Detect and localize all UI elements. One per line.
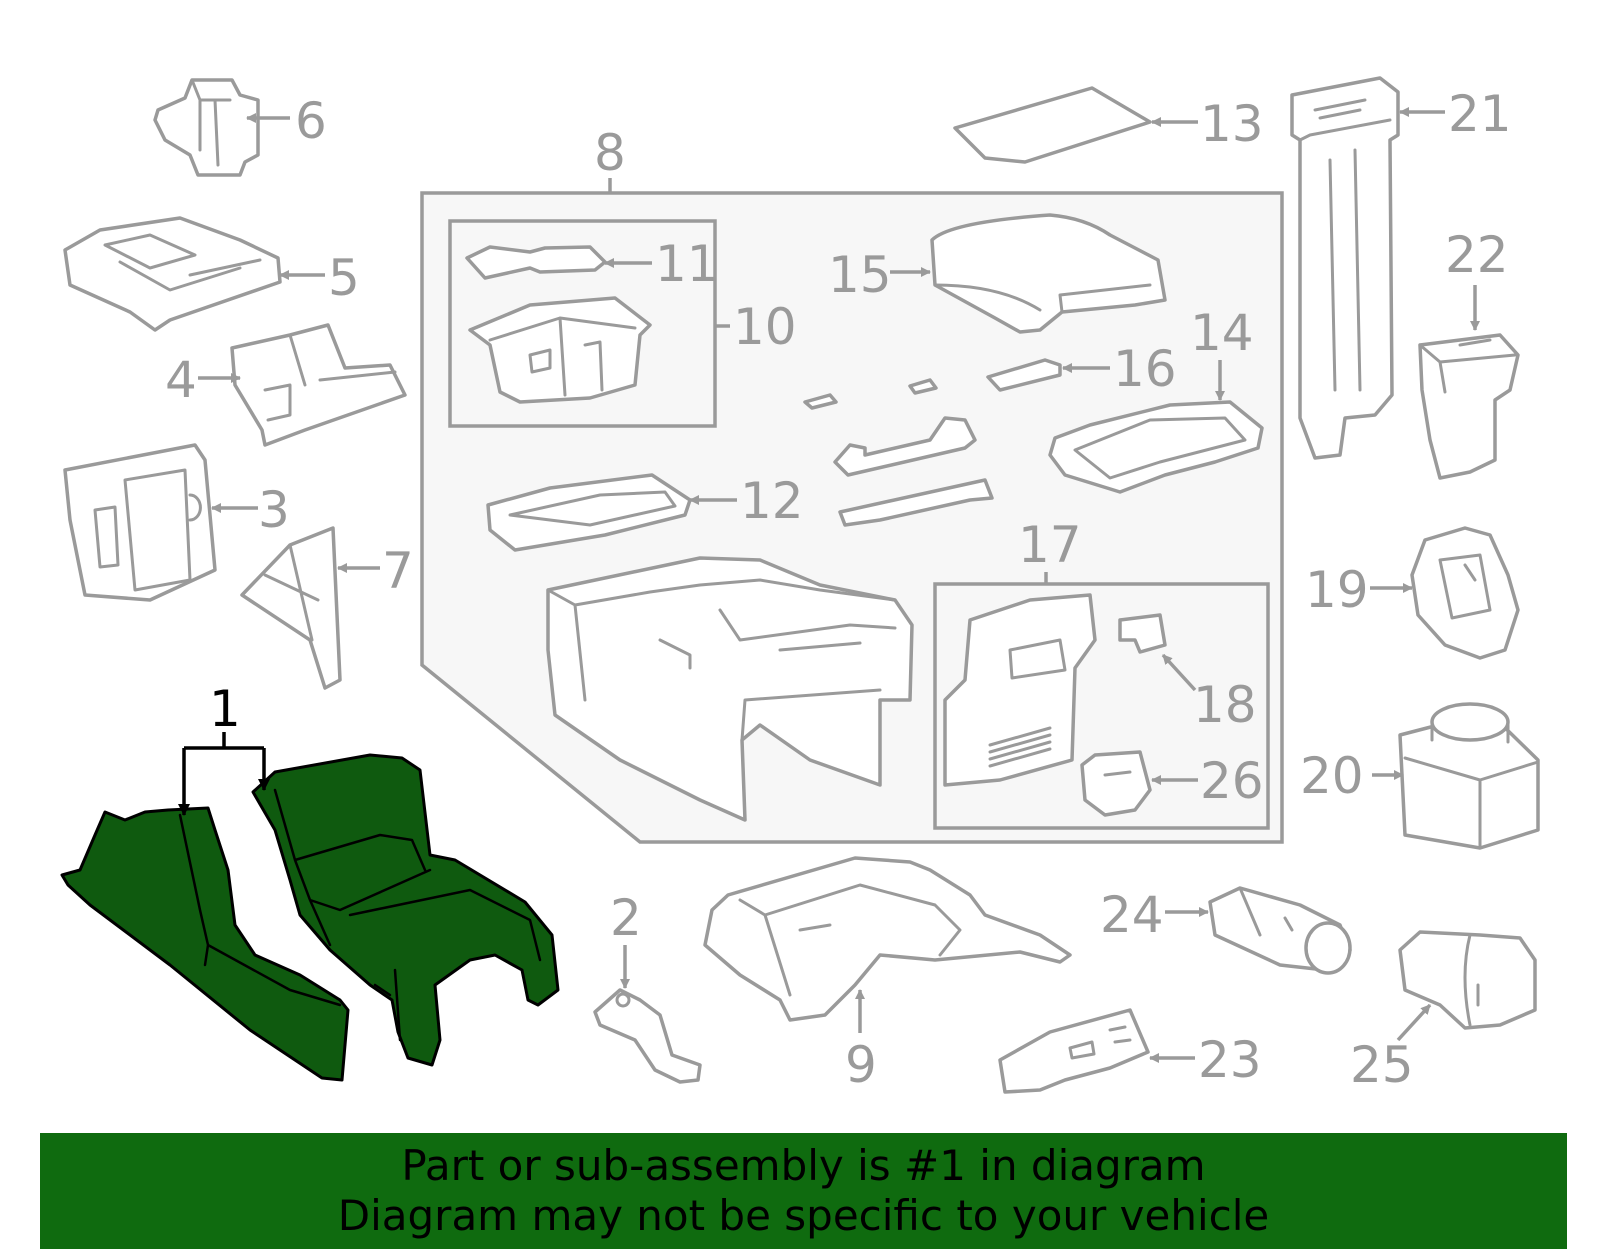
callout-19: 19 xyxy=(1305,561,1369,619)
callout-17: 17 xyxy=(1018,516,1082,574)
part-15-icon xyxy=(930,213,1167,334)
part-7-icon xyxy=(240,526,342,690)
callout-12: 12 xyxy=(740,472,804,530)
callout-16: 16 xyxy=(1113,340,1177,398)
part-25-icon xyxy=(1398,930,1537,1030)
part-8-console-icon xyxy=(546,556,914,822)
part-16-icon xyxy=(803,358,1062,410)
part-4-icon xyxy=(230,323,407,447)
part-23-icon xyxy=(998,1008,1150,1094)
callout-5: 5 xyxy=(328,249,360,307)
part-13-icon xyxy=(953,86,1152,164)
part-3-icon xyxy=(63,443,217,602)
part-5-icon xyxy=(63,216,282,332)
callout-26: 26 xyxy=(1200,752,1264,810)
banner-line-2: Diagram may not be specific to your vehi… xyxy=(337,1191,1270,1240)
part-10-icon xyxy=(468,296,652,404)
callout-8: 8 xyxy=(594,124,626,182)
callout-3: 3 xyxy=(258,481,290,539)
part-17-icon xyxy=(943,593,1097,787)
callout-4: 4 xyxy=(165,351,197,409)
callout-10: 10 xyxy=(733,298,797,356)
part-8-bracket-icon xyxy=(833,416,994,527)
callout-7: 7 xyxy=(382,542,414,600)
callout-24: 24 xyxy=(1100,886,1164,944)
callout-15: 15 xyxy=(828,246,892,304)
callout-25: 25 xyxy=(1350,1036,1414,1094)
callout-6: 6 xyxy=(295,92,327,150)
part-24-icon xyxy=(1208,886,1352,975)
callout-21: 21 xyxy=(1448,85,1512,143)
part-14-icon xyxy=(1048,400,1264,494)
callout-11: 11 xyxy=(655,235,719,293)
part-1-right-body-icon xyxy=(251,753,560,1067)
part-9-icon xyxy=(703,856,1072,1022)
callout-18: 18 xyxy=(1193,676,1257,734)
callout-22: 22 xyxy=(1445,226,1509,284)
callout-23: 23 xyxy=(1198,1031,1262,1089)
part-20-icon xyxy=(1398,702,1540,850)
part-26-icon xyxy=(1080,750,1152,817)
callout-20: 20 xyxy=(1300,747,1364,805)
part-21-icon xyxy=(1290,76,1400,460)
part-18-icon xyxy=(1118,613,1167,654)
part-22-icon xyxy=(1418,333,1520,480)
callout-14: 14 xyxy=(1190,304,1254,362)
callout-13: 13 xyxy=(1200,95,1264,153)
part-6-icon xyxy=(153,78,260,177)
callout-9: 9 xyxy=(845,1036,877,1094)
part-12-icon xyxy=(486,473,692,552)
callout-1: 1 xyxy=(209,680,241,738)
part-1-left-panel-icon xyxy=(60,806,350,1082)
banner-line-1: Part or sub-assembly is #1 in diagram xyxy=(401,1141,1206,1190)
info-banner: Part or sub-assembly is #1 in diagram Di… xyxy=(40,1133,1567,1249)
part-2-icon xyxy=(593,988,702,1084)
callout-2: 2 xyxy=(610,889,642,947)
part-19-icon xyxy=(1410,526,1520,660)
